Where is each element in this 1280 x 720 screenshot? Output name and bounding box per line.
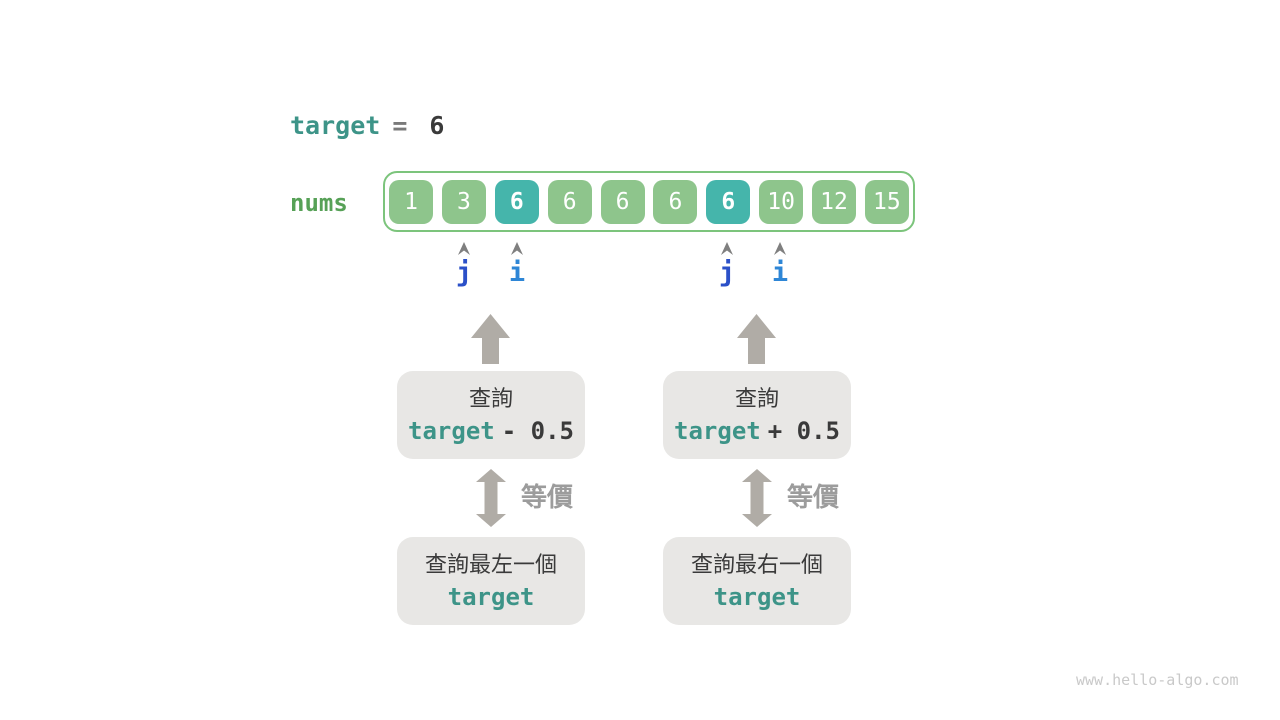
pointer-label: j [455, 257, 473, 288]
query-text: 查詢 [468, 386, 513, 412]
double-arrow-icon [476, 469, 506, 527]
result-keyword-line: target [448, 583, 535, 611]
caret-up-icon [721, 242, 733, 255]
pointer-i-left: i [497, 241, 537, 288]
result-text: 查詢最右一個 [690, 552, 823, 578]
nums-array: 1 3 6 6 6 6 6 10 12 15 [383, 171, 915, 232]
result-keyword: target [713, 582, 801, 611]
pointer-label: i [771, 257, 789, 288]
result-box-left: 查詢最左一個 target [397, 537, 585, 625]
target-equation: target = 6 [290, 111, 444, 141]
array-cell: 1 [389, 179, 433, 224]
result-keyword-line: target [714, 583, 801, 611]
expr-keyword: target [674, 416, 761, 445]
query-box-left: 查詢 target- 0.5 [397, 371, 585, 459]
watermark: www.hello-algo.com [1076, 671, 1239, 689]
array-cell: 10 [759, 179, 804, 224]
double-arrow-icon [742, 469, 772, 527]
target-value: 6 [429, 111, 445, 140]
pointer-label: j [718, 257, 736, 288]
pointer-j-left: j [444, 241, 484, 288]
array-cell: 6 [706, 179, 751, 224]
array-cell: 6 [653, 179, 698, 224]
target-keyword: target [290, 111, 381, 140]
query-expression: target+ 0.5 [674, 417, 840, 445]
array-cell: 3 [441, 179, 486, 224]
pointer-label: i [508, 257, 526, 288]
query-expression: target- 0.5 [408, 417, 574, 445]
array-cell: 6 [547, 179, 592, 224]
up-arrow-icon [471, 314, 510, 364]
pointer-i-right: i [760, 241, 800, 288]
query-text: 查詢 [734, 386, 779, 412]
expr-keyword: target [408, 416, 495, 445]
result-box-right: 查詢最右一個 target [663, 537, 851, 625]
equals-sign: = [392, 111, 408, 140]
query-box-right: 查詢 target+ 0.5 [663, 371, 851, 459]
equivalence-label: 等價 [787, 483, 840, 513]
equivalence-label: 等價 [521, 483, 574, 513]
array-cell: 6 [494, 179, 539, 224]
expr-operator: - 0.5 [501, 416, 574, 445]
expr-operator: + 0.5 [767, 416, 840, 445]
array-cell: 15 [864, 179, 909, 224]
nums-label: nums [290, 189, 348, 217]
pointer-j-right: j [707, 241, 747, 288]
up-arrow-icon [737, 314, 776, 364]
array-cell: 12 [812, 179, 856, 224]
caret-up-icon [458, 242, 470, 255]
array-cell: 6 [600, 179, 645, 224]
result-keyword: target [447, 582, 535, 611]
caret-up-icon [774, 242, 786, 255]
caret-up-icon [511, 242, 523, 255]
result-text: 查詢最左一個 [424, 552, 557, 578]
